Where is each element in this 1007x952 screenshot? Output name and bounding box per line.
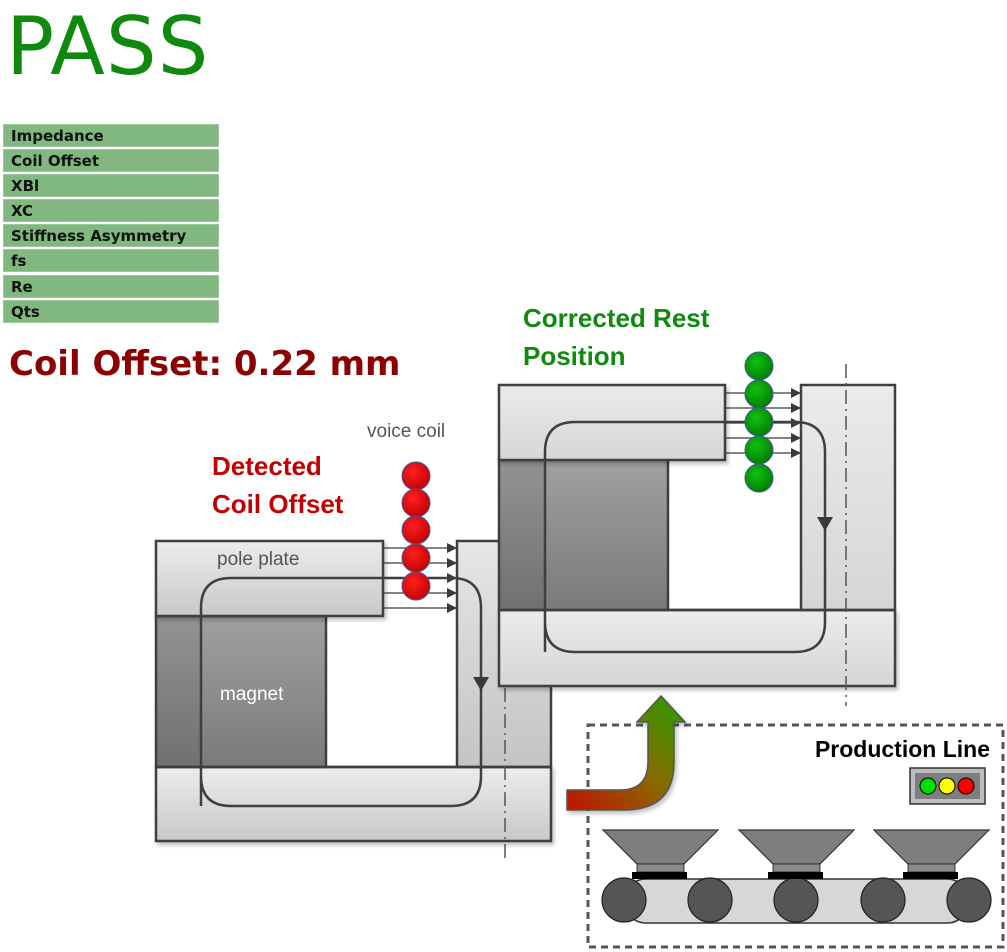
param-stiffness-asymmetry[interactable]: Stiffness Asymmetry <box>3 224 219 248</box>
traffic-light-red <box>957 777 975 795</box>
param-coil-offset[interactable]: Coil Offset <box>3 149 219 173</box>
param-xc[interactable]: XC <box>3 199 219 223</box>
param-xbl[interactable]: XBl <box>3 174 219 198</box>
corrected-title-line1: Corrected Rest <box>523 303 710 333</box>
detected-title-line1: Detected <box>212 451 322 481</box>
correction-arrow-icon <box>566 694 687 811</box>
corrected-assembly: Corrected Rest Position <box>497 303 897 706</box>
roller <box>687 877 733 923</box>
left-coil-turn <box>401 488 431 518</box>
right-magnet <box>497 458 670 612</box>
production-line-label: Production Line <box>815 736 990 762</box>
traffic-light-green <box>919 777 937 795</box>
right-bottom-plate <box>497 608 897 688</box>
production-line-frame <box>586 723 1005 949</box>
pass-status: PASS <box>6 0 210 93</box>
left-coil-turn <box>401 515 431 545</box>
left-flux-loop <box>199 576 483 808</box>
conveyor-rollers <box>601 877 992 923</box>
roller <box>860 877 906 923</box>
speaker-icon <box>737 829 856 879</box>
corrected-title-line2: Position <box>523 341 626 371</box>
parameter-list: Impedance Coil Offset XBl XC Stiffness A… <box>3 124 219 325</box>
speaker-icon <box>872 829 991 879</box>
traffic-light-icon <box>909 767 986 805</box>
left-coil-turn <box>401 571 431 601</box>
production-line: Production Line <box>586 723 1005 949</box>
pole-plate-label: pole plate <box>217 549 299 570</box>
speaker-icon <box>601 829 720 879</box>
roller <box>946 877 992 923</box>
param-fs[interactable]: fs <box>3 249 219 273</box>
detected-assembly: voice coil pole plate magnet Detected Co… <box>154 421 553 862</box>
roller <box>601 877 647 923</box>
right-coil-turn <box>744 435 774 465</box>
left-coil-turn <box>401 461 431 491</box>
right-coil-turn <box>744 407 774 437</box>
left-voice-coil <box>401 461 431 601</box>
traffic-light-yellow <box>938 777 956 795</box>
right-magnet-shade <box>500 461 545 609</box>
detected-title-line2: Coil Offset <box>212 489 344 519</box>
left-flux-direction-icon <box>473 677 489 691</box>
param-re[interactable]: Re <box>3 274 219 298</box>
right-center-pole <box>799 383 897 612</box>
right-flux-direction-icon <box>817 517 833 531</box>
left-coil-turn <box>401 543 431 573</box>
right-coil-turn <box>744 463 774 493</box>
left-magnet-shade <box>157 617 201 766</box>
right-coil-turn <box>744 379 774 409</box>
roller <box>773 877 819 923</box>
magnet-label: magnet <box>220 684 284 705</box>
param-qts[interactable]: Qts <box>3 299 219 323</box>
right-flux-loop <box>543 420 827 654</box>
param-impedance[interactable]: Impedance <box>3 124 219 147</box>
coil-offset-readout: Coil Offset: 0.22 mm <box>9 344 401 384</box>
voice-coil-label: voice coil <box>367 421 445 442</box>
right-coil-turn <box>744 351 774 381</box>
right-voice-coil <box>744 351 774 493</box>
